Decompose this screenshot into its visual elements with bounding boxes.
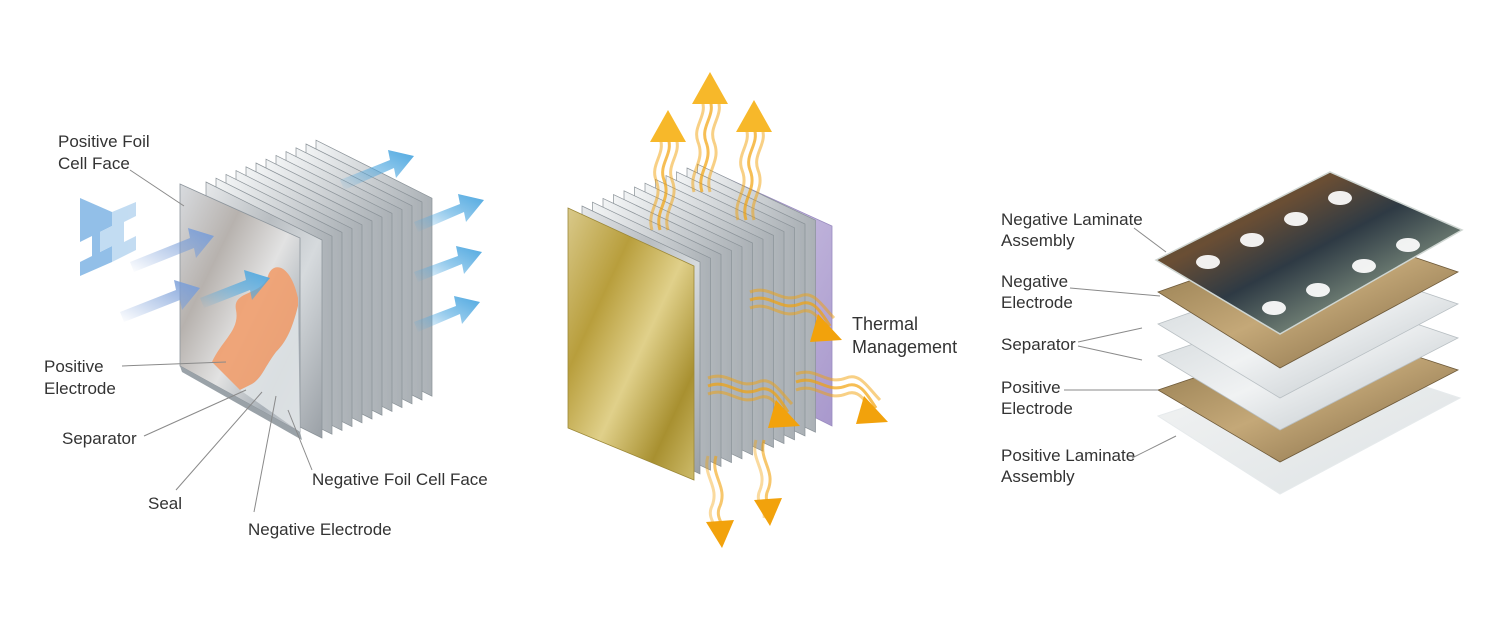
label-thermal-management: Thermal Management xyxy=(852,314,957,357)
leader-negative-foil xyxy=(287,409,313,471)
label-negative-laminate: Negative Laminate Assembly xyxy=(1001,210,1148,250)
label-separator: Separator xyxy=(62,429,137,448)
leader-separator-b xyxy=(1077,345,1143,361)
leader-neg-laminate xyxy=(1133,227,1167,253)
positive-cell-face xyxy=(567,207,695,481)
leader-neg-electrode xyxy=(1069,287,1161,297)
leader-separator xyxy=(143,389,247,437)
label-negative-foil: Negative Foil Cell Face xyxy=(312,470,488,489)
heat-arrows-right xyxy=(707,288,888,428)
leader-seal xyxy=(175,391,263,491)
cell-stack-panel: Positive Foil Cell Face Positive Electro… xyxy=(44,132,488,539)
laminate-holes xyxy=(1196,191,1420,315)
label-positive-laminate: Positive Laminate Assembly xyxy=(1001,446,1140,486)
label-negative-electrode-layer: Negative Electrode xyxy=(1001,272,1073,312)
label-separator-layers: Separator xyxy=(1001,335,1076,354)
label-positive-electrode-layer: Positive Electrode xyxy=(1001,378,1073,418)
leader-positive-electrode xyxy=(121,361,227,367)
leader-positive-foil xyxy=(129,169,185,207)
label-negative-electrode: Negative Electrode xyxy=(248,520,392,539)
heat-arrows-up xyxy=(649,72,772,231)
airflow-arrows xyxy=(120,150,484,332)
label-positive-foil: Positive Foil Cell Face xyxy=(58,132,154,173)
laminate-panel: Negative Laminate Assembly Negative Elec… xyxy=(1001,171,1464,495)
heat-arrows-down xyxy=(705,439,782,548)
positive-electrode xyxy=(212,267,298,390)
leader-negative-electrode xyxy=(253,395,277,513)
airflow-inlet-icon xyxy=(80,198,136,276)
label-seal: Seal xyxy=(148,494,182,513)
negative-laminate-layer xyxy=(1154,171,1464,335)
label-positive-electrode: Positive Electrode xyxy=(44,357,116,398)
thermal-panel: Thermal Management xyxy=(567,72,957,548)
leader-separator-a xyxy=(1077,327,1143,343)
leader-pos-laminate xyxy=(1131,435,1177,459)
